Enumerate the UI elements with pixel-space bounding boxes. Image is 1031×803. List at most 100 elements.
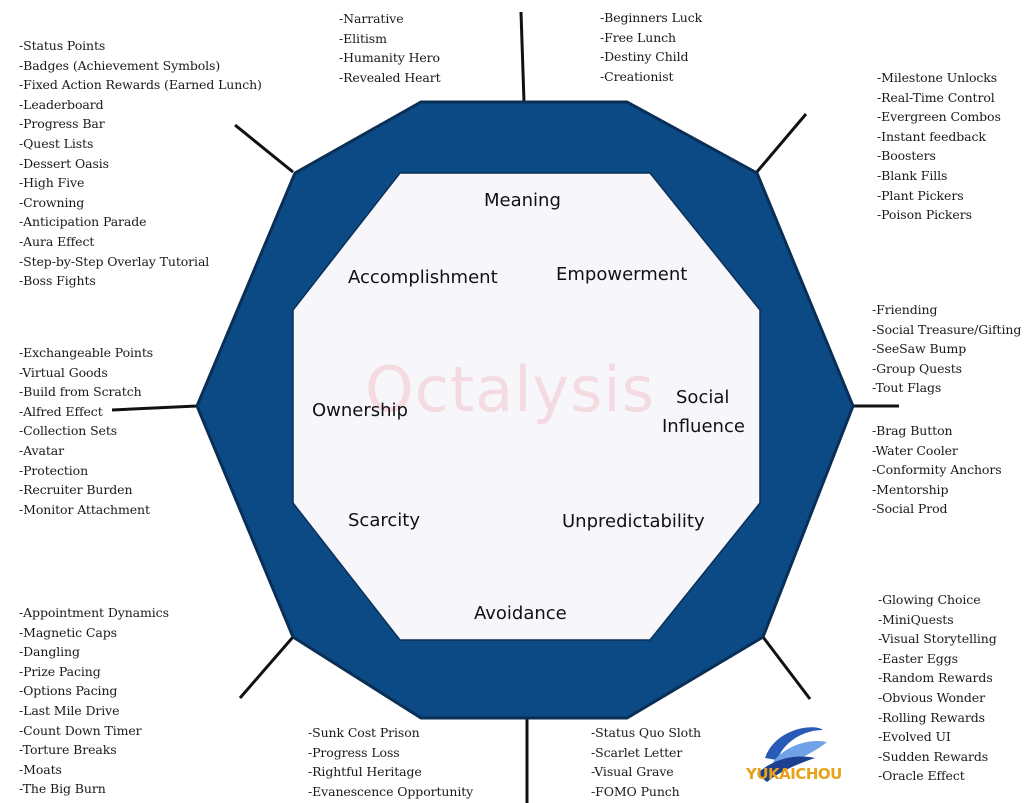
technique-item: -Creationist <box>600 68 674 84</box>
technique-item: -Tout Flags <box>872 380 942 396</box>
spoke-top-right <box>754 113 808 174</box>
technique-item: -Beginners Luck <box>600 10 703 25</box>
list-top-center: -Narrative -Elitism -Humanity Hero -Reveale… <box>339 9 441 87</box>
technique-item: -Rightful Heritage <box>308 764 422 780</box>
technique-item: -Obvious Wonder <box>878 689 985 705</box>
watermark-text: Octalysis <box>365 353 655 426</box>
technique-item: -Blank Fills <box>877 167 948 183</box>
technique-item: -Visual Storytelling <box>878 631 997 647</box>
technique-item: -Friending <box>872 302 938 317</box>
technique-item: -Aura Effect <box>19 233 95 249</box>
list-right-a: -Friending -Social Treasure/Gifting -SeeSa… <box>872 300 1021 398</box>
drive-unpredictability: Unpredictability <box>562 511 705 532</box>
technique-item: -Badges (Achievement Symbols) <box>19 57 221 73</box>
technique-item: -Collection Sets <box>19 423 118 439</box>
technique-item: -Anticipation Parade <box>19 214 147 230</box>
technique-item: -Torture Breaks <box>19 742 117 758</box>
drive-empowerment: Empowerment <box>556 264 688 285</box>
technique-item: -Revealed Heart <box>339 69 441 85</box>
technique-item: -Recruiter Burden <box>19 482 133 498</box>
technique-item: -The Big Burn <box>19 781 106 797</box>
technique-item: -Social Prod <box>872 501 948 517</box>
technique-item: -Progress Bar <box>19 116 105 132</box>
technique-item: -Fixed Action Rewards (Earned Lunch) <box>19 77 262 93</box>
list-right-b: -Brag Button -Water Cooler -Conformity Anc… <box>872 421 1002 519</box>
technique-item: -Narrative <box>339 11 404 26</box>
technique-item: -Magnetic Caps <box>19 624 117 640</box>
technique-item: -Scarlet Letter <box>591 744 683 760</box>
list-lower-left: -Appointment Dynamics -Magnetic Caps -Dang… <box>19 603 169 799</box>
technique-item: -Build from Scratch <box>19 384 142 400</box>
spoke-top-left <box>234 123 294 174</box>
drive-ownership: Ownership <box>312 400 408 421</box>
drive-avoidance: Avoidance <box>474 603 567 624</box>
technique-item: -Last Mile Drive <box>19 702 120 718</box>
technique-item: -Step-by-Step Overlay Tutorial <box>19 253 210 269</box>
technique-item: -MiniQuests <box>878 611 954 627</box>
technique-item: -Brag Button <box>872 423 953 438</box>
list-top-right: -Beginners Luck -Free Lunch -Destiny Child… <box>600 8 702 86</box>
technique-item: -Progress Loss <box>308 744 400 760</box>
list-bottom-center-left: -Sunk Cost Prison-Progress Loss-Rightful… <box>308 723 473 801</box>
technique-item: -High Five <box>19 175 85 191</box>
technique-item: -Destiny Child <box>600 49 689 65</box>
spokes <box>111 11 899 803</box>
technique-item: -Leaderboard <box>19 96 104 112</box>
technique-item: -Evergreen Combos <box>877 109 1001 125</box>
technique-item: -Dessert Oasis <box>19 155 109 171</box>
technique-item: -Poison Pickers <box>877 207 972 223</box>
logo-text: YUKAICHOU <box>746 765 842 783</box>
technique-item: -Easter Eggs <box>878 650 958 666</box>
technique-item: -Mentorship <box>872 481 949 497</box>
technique-item: -Options Pacing <box>19 683 118 699</box>
technique-item: -FOMO Punch <box>591 783 680 799</box>
drive-meaning: Meaning <box>484 190 561 211</box>
drive-accomplishment: Accomplishment <box>348 267 498 288</box>
technique-item: -Alfred Effect <box>19 403 103 419</box>
technique-item: -Monitor Attachment <box>19 501 150 517</box>
technique-item: -Prize Pacing <box>19 663 101 679</box>
list-bottom-center-right: -Status Quo Sloth-Scarlet Letter-Visual … <box>591 723 701 801</box>
technique-item: -Humanity Hero <box>339 50 440 66</box>
technique-item: -Water Cooler <box>872 442 958 458</box>
technique-item: -Plant Pickers <box>877 187 964 203</box>
technique-item: -Evanescence Opportunity <box>308 783 474 799</box>
technique-item: -Conformity Anchors <box>872 462 1002 478</box>
technique-item: -Boosters <box>877 148 936 164</box>
yukaichou-logo-icon <box>757 727 827 782</box>
inner-octagon <box>292 172 761 641</box>
technique-item: -Group Quests <box>872 360 962 376</box>
technique-item: -Sudden Rewards <box>878 748 989 764</box>
technique-item: -Virtual Goods <box>19 364 108 380</box>
technique-item: -Visual Grave <box>591 764 674 780</box>
technique-item: -Quest Lists <box>19 135 94 151</box>
drive-scarcity: Scarcity <box>348 510 420 531</box>
technique-item: -Dangling <box>19 644 80 660</box>
technique-item: -Elitism <box>339 30 387 46</box>
technique-item: -Instant feedback <box>877 128 986 144</box>
technique-item: -Avatar <box>19 442 65 458</box>
technique-item: -Milestone Unlocks <box>877 70 998 85</box>
technique-item: -Moats <box>19 761 62 777</box>
technique-item: -Glowing Choice <box>878 592 981 607</box>
list-upper-left: -Status Points -Badges (Achievement Symbo… <box>19 36 262 291</box>
technique-item: -Oracle Effect <box>878 768 965 784</box>
list-lower-right: -Glowing Choice -MiniQuests -Visual Storyt… <box>878 590 997 786</box>
spoke-bottom-left <box>238 636 295 699</box>
technique-item: -Count Down Timer <box>19 722 142 738</box>
technique-item: -Free Lunch <box>600 29 676 45</box>
drive-influence: Influence <box>662 416 745 437</box>
technique-item: -SeeSaw Bump <box>872 341 967 357</box>
technique-item: -Social Treasure/Gifting <box>872 321 1022 337</box>
technique-item: -Exchangeable Points <box>19 345 154 360</box>
technique-item: -Random Rewards <box>878 670 993 686</box>
technique-item: -Boss Fights <box>19 273 96 289</box>
list-mid-left: -Exchangeable Points -Virtual Goods -Build… <box>19 343 153 519</box>
technique-item: -Status Points <box>19 38 106 53</box>
technique-item: -Evolved UI <box>878 729 951 745</box>
list-upper-right: -Milestone Unlocks-Real-Time Control-Eve… <box>877 68 1001 225</box>
technique-item: -Protection <box>19 462 89 478</box>
technique-item: -Appointment Dynamics <box>19 605 169 620</box>
technique-item: -Crowning <box>19 194 85 210</box>
